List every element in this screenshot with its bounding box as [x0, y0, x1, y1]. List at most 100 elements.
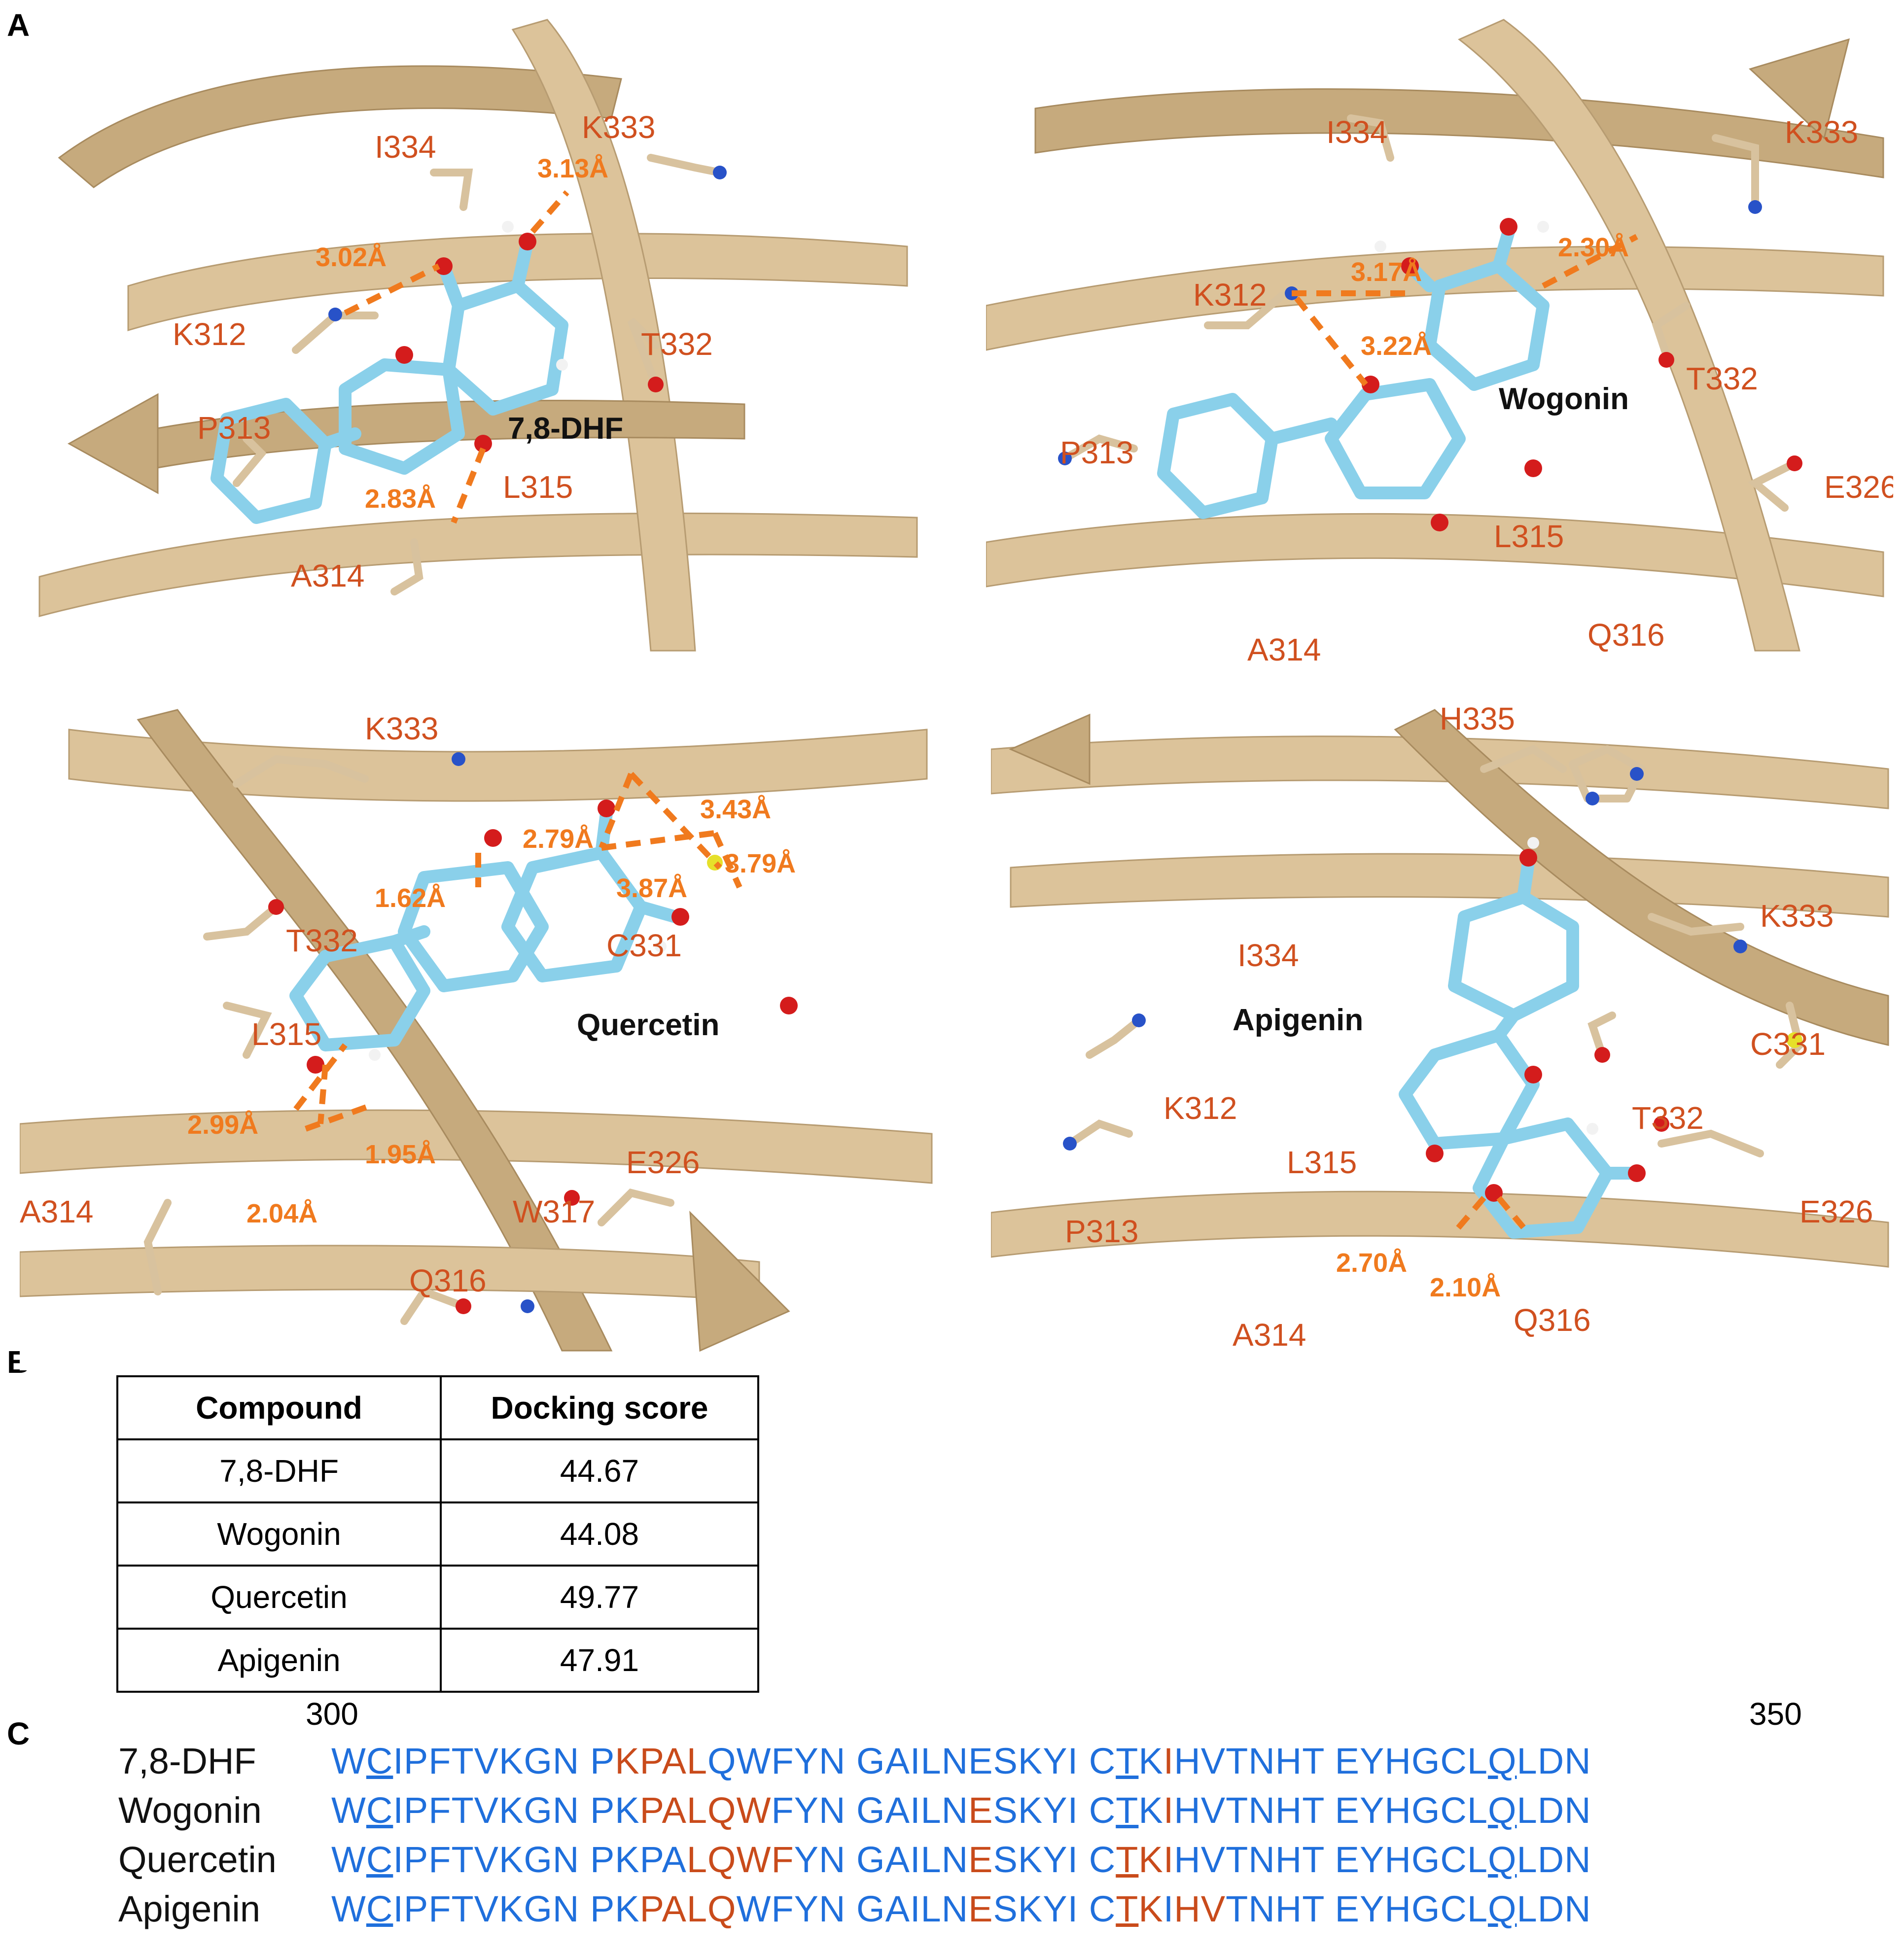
sequence-residue: V: [1200, 1839, 1226, 1880]
sequence-residue: C: [1089, 1839, 1116, 1880]
ligand-label: Quercetin: [577, 1008, 719, 1042]
sequence-residue: Y: [794, 1790, 819, 1831]
sequence-residue: I: [910, 1790, 921, 1831]
sequence-residue: T: [1116, 1790, 1139, 1831]
sequence-residue: F: [771, 1741, 794, 1781]
sequence-residue: Y: [1043, 1741, 1068, 1781]
side-chain: [1712, 134, 1759, 211]
table-header-compound: Compound: [116, 1375, 442, 1440]
sequence-residues: WCIPFTVKGN PKPALQWFYN GAILNESKYI CTKIHVT…: [331, 1740, 1591, 1782]
sequence-residue: H: [1174, 1741, 1201, 1781]
beta-strand: [986, 513, 1884, 597]
residue-label: Q316: [1514, 1302, 1591, 1338]
residue-label: H335: [1440, 701, 1515, 736]
sequence-end-number: 350: [1749, 1696, 1802, 1732]
sequence-residue: D: [1537, 1888, 1565, 1929]
beta-strand: [1010, 853, 1889, 918]
sequence-residue: L: [1467, 1741, 1488, 1781]
sequence-residue: Y: [1360, 1790, 1385, 1831]
oxygen-atom: [1500, 218, 1517, 236]
sequence-residue: H: [1384, 1839, 1411, 1880]
hydrogen-atom: [502, 221, 514, 233]
sequence-residue: C: [1089, 1790, 1116, 1831]
residue-label: K333: [365, 711, 438, 746]
sequence-residue: I: [1067, 1741, 1079, 1781]
table-cell-score: 47.91: [440, 1628, 759, 1693]
sequence-residues: WCIPFTVKGN PKPALQWFYN GAILNESKYI CTKIHVT…: [331, 1888, 1591, 1930]
sequence-residue: I: [1067, 1839, 1079, 1880]
beta-strand: [20, 1245, 760, 1302]
residue-label: A314: [20, 1194, 93, 1229]
residue-label: T332: [286, 923, 358, 958]
oxygen-atom: [598, 800, 615, 817]
sequence-residue: T: [1302, 1888, 1325, 1929]
sequence-residue: C: [366, 1839, 393, 1880]
sequence-residue: T: [1226, 1741, 1249, 1781]
sequence-residue: V: [1200, 1741, 1226, 1781]
nitrogen-atom: [1586, 792, 1599, 805]
residue-label: A314: [1247, 632, 1321, 665]
sequence-residue: L: [1467, 1790, 1488, 1831]
sequence-residues: WCIPFTVKGN PKPALQWFYN GAILNESKYI CTKIHVT…: [331, 1839, 1591, 1881]
side-chain: [598, 1188, 674, 1226]
sequence-residue: W: [736, 1888, 772, 1929]
sequence-residue: W: [331, 1888, 366, 1929]
hydrogen-atom: [369, 1049, 381, 1061]
residue-label: P313: [1060, 435, 1133, 470]
sequence-residue: K: [1138, 1741, 1164, 1781]
oxygen-atom: [1401, 257, 1419, 275]
sequence-residue: H: [1174, 1839, 1201, 1880]
nitrogen-atom: [328, 308, 342, 321]
distance-label: 3.17Å: [1351, 257, 1422, 287]
docking-render-apigenin: H335 K333 I334 C331 K312 T332 L315 P313 …: [991, 701, 1889, 1351]
sequence-residue: Q: [1487, 1741, 1517, 1781]
sequence-residue: F: [428, 1839, 452, 1880]
docking-panel-wogonin: I334 K333 K312 T332 P313 E326 L315 A314 …: [986, 10, 1893, 665]
bond: [388, 925, 430, 948]
table-header-row: Compound Docking score: [116, 1375, 759, 1440]
sequence-residue: I: [393, 1790, 404, 1831]
sequence-residue: L: [1516, 1741, 1538, 1781]
sequence-residue: A: [662, 1839, 687, 1880]
sequence-residue: F: [771, 1839, 794, 1880]
sequence-residue: D: [1537, 1741, 1565, 1781]
oxygen-atom: [1524, 1066, 1542, 1083]
ligand-label: 7,8-DHF: [508, 412, 623, 446]
sequence-residue: N: [941, 1790, 969, 1831]
residue-label: Q316: [409, 1263, 487, 1298]
hbond-dashed-line: [599, 772, 634, 849]
bond: [1492, 225, 1515, 273]
distance-label: 2.83Å: [365, 484, 436, 514]
sequence-residue: P: [403, 1741, 429, 1781]
sequence-residue: L: [1467, 1839, 1488, 1880]
sequence-residue: K: [1018, 1839, 1043, 1880]
sequence-residue: P: [403, 1839, 429, 1880]
sequence-residue: I: [393, 1741, 404, 1781]
aromatic-ring: [1157, 393, 1278, 519]
sequence-residue: N: [941, 1888, 969, 1929]
side-chain: [233, 755, 369, 788]
oxygen-atom: [456, 1298, 471, 1314]
oxygen-atom: [1519, 849, 1537, 867]
sequence-residue: C: [1440, 1839, 1467, 1880]
sequence-residue: H: [1275, 1741, 1303, 1781]
distance-label: 2.79Å: [523, 824, 594, 854]
distance-label: 2.99Å: [187, 1110, 258, 1140]
sequence-residue: K: [1018, 1741, 1043, 1781]
residue-label: L315: [503, 469, 573, 505]
bond: [1266, 418, 1338, 445]
residue-label: P313: [1065, 1214, 1138, 1249]
hbond-dashed-line: [1542, 234, 1638, 289]
distance-label: 3.87Å: [616, 873, 687, 903]
oxygen-atom: [435, 257, 453, 275]
sequence-residue: Q: [1487, 1790, 1517, 1831]
sequence-residue: L: [920, 1839, 942, 1880]
sequence-residue: K: [499, 1790, 524, 1831]
bond: [635, 901, 682, 923]
hydrogen-atom: [655, 941, 667, 952]
sequence-residue: Q: [1487, 1888, 1517, 1929]
docking-panel-7-8-dhf: I334 K333 K312 T332 P313 L315 A314 3.13Å…: [30, 10, 927, 665]
sequence-residue: P: [639, 1741, 662, 1781]
sequence-residue: I: [1163, 1839, 1174, 1880]
residue-label: K333: [1760, 898, 1833, 934]
